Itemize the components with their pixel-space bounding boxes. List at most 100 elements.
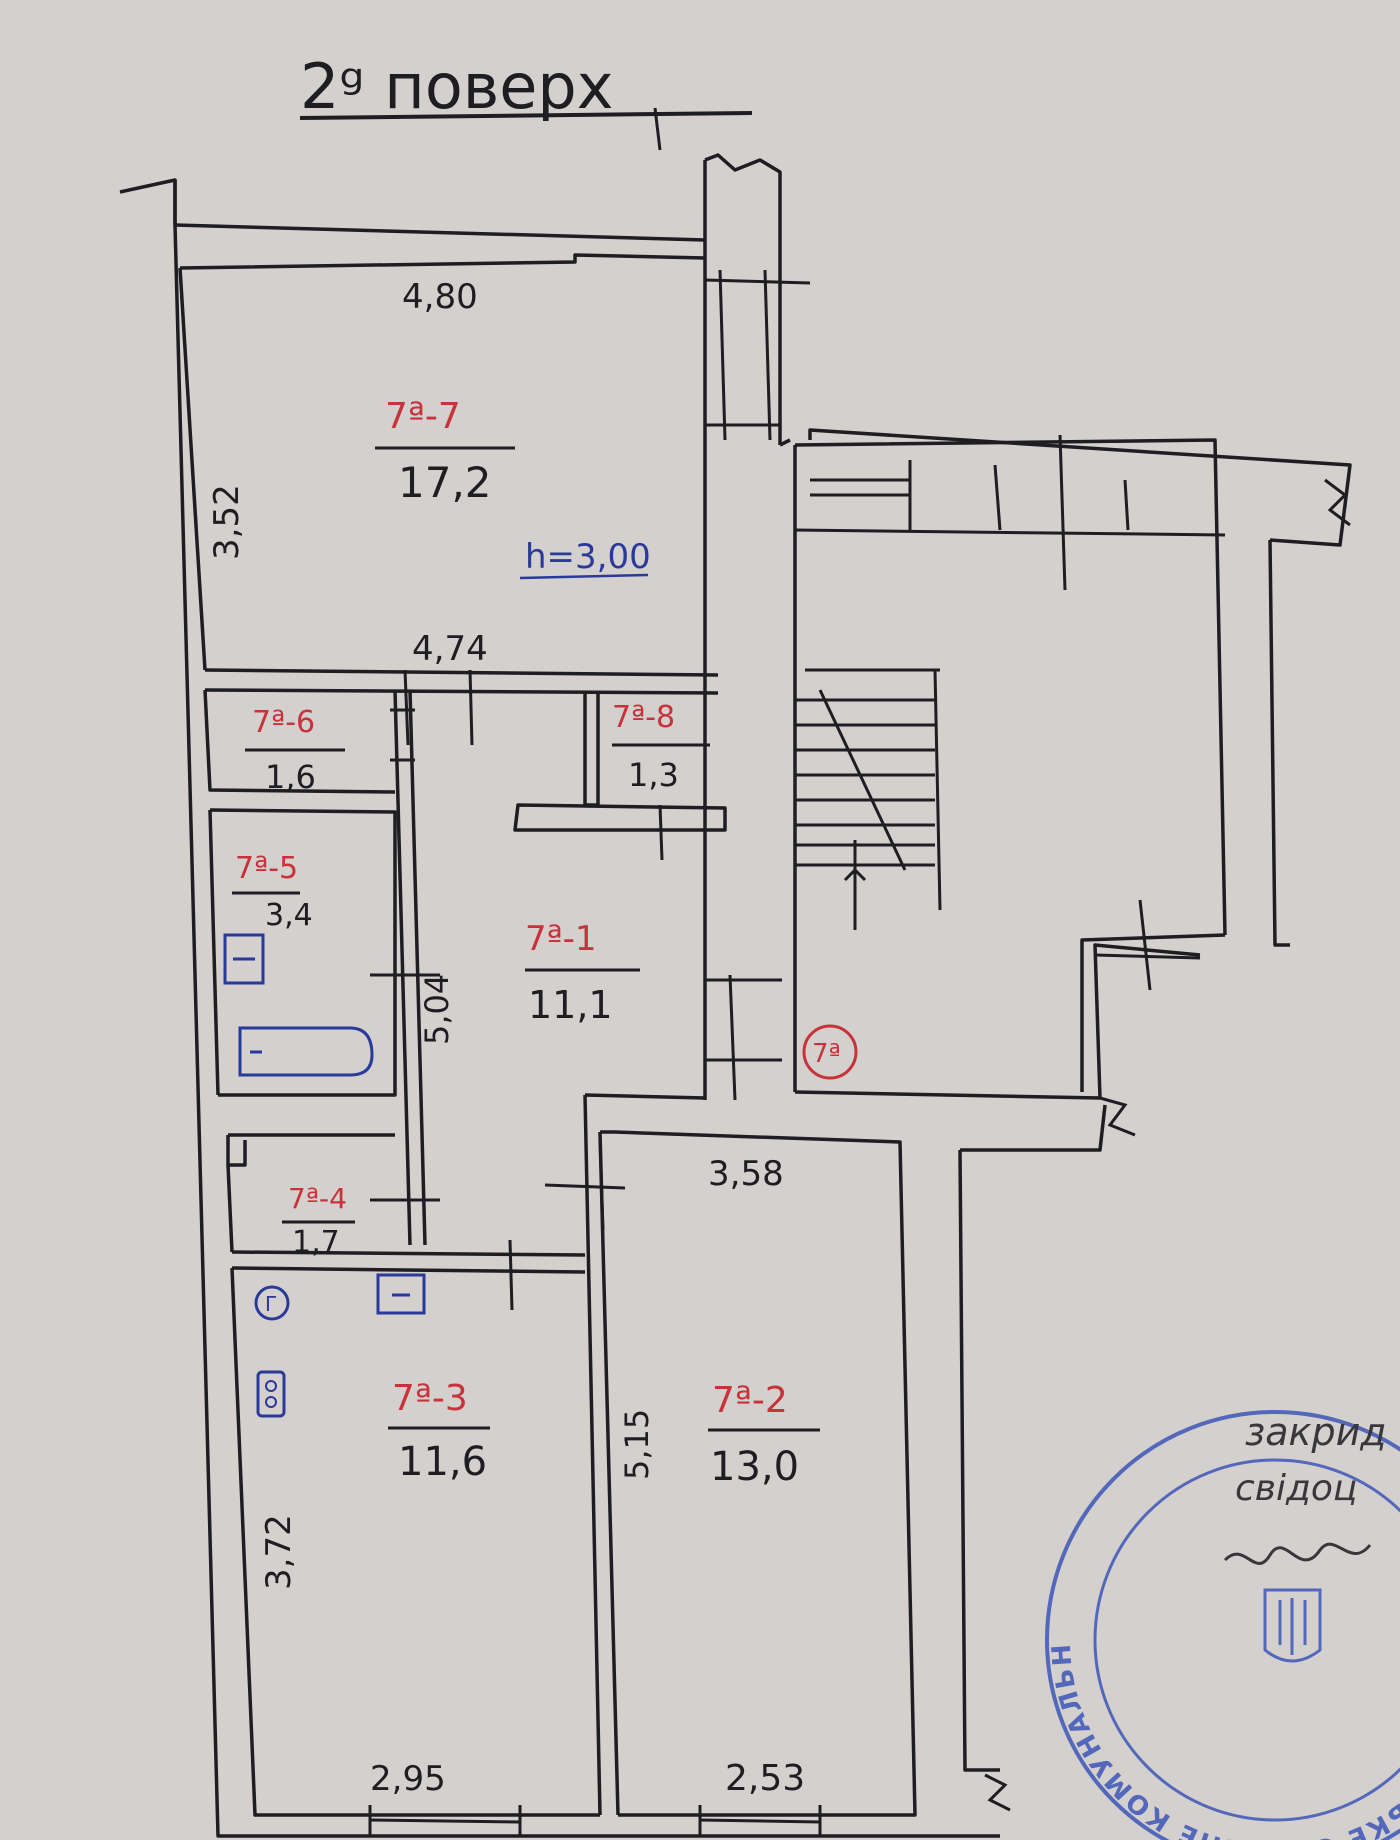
stair-wall-joint bbox=[779, 438, 791, 447]
stamp-handwritten-2: свідоц bbox=[1235, 1468, 1357, 1509]
break-mark-bottom bbox=[984, 1773, 1011, 1812]
room-5-label: 7ª-5 3,4 bbox=[232, 851, 313, 933]
trident-emblem-strokes bbox=[1278, 1598, 1307, 1655]
room-area: 17,2 bbox=[398, 458, 492, 507]
inner-wall-left-upper bbox=[178, 267, 207, 671]
room-id: 7ª-3 bbox=[392, 1378, 468, 1419]
sheet-title: 2ᵍ поверх bbox=[299, 50, 753, 151]
room-area: 13,0 bbox=[710, 1444, 799, 1490]
gas-symbol: Г bbox=[265, 1292, 277, 1316]
boiler-icon bbox=[256, 1370, 286, 1418]
room-2-3-wall-a bbox=[583, 1094, 602, 1816]
room-4-notch bbox=[226, 1135, 247, 1167]
dim-top-width: 4,80 bbox=[402, 277, 478, 317]
dim-room2-top: 3,58 bbox=[708, 1154, 784, 1194]
door-tick-room3a bbox=[508, 1239, 514, 1311]
balcony-right bbox=[1268, 539, 1290, 947]
room-4-label: 7ª-4 1,7 bbox=[282, 1182, 355, 1260]
dim-room3-bottom: 2,95 bbox=[370, 1759, 446, 1799]
room-7-label: 7ª-7 17,2 bbox=[375, 396, 515, 507]
stair-top-6 bbox=[1123, 479, 1130, 531]
wall-above-room-3b bbox=[231, 1266, 586, 1274]
landing-door-tick bbox=[1138, 899, 1152, 991]
height-mark: h=3,00 bbox=[519, 537, 651, 580]
signature-mark bbox=[1223, 1542, 1372, 1565]
corridor-bottom-left bbox=[584, 1093, 706, 1100]
door-tick-7 bbox=[403, 669, 410, 746]
stair-diagonal bbox=[818, 689, 907, 871]
room-3-label: 7ª-3 11,6 bbox=[388, 1378, 490, 1485]
outer-wall-right-lower bbox=[958, 1149, 1000, 1772]
room-area: 1,7 bbox=[292, 1225, 340, 1260]
gas-icon bbox=[254, 1285, 290, 1321]
dim-room2-side: 5,15 bbox=[618, 1409, 656, 1480]
room-6-walls bbox=[203, 689, 396, 794]
window-tick-3 bbox=[763, 269, 772, 441]
room-id: 7ª-5 bbox=[235, 851, 298, 886]
dim-room3-side: 3,72 bbox=[259, 1514, 299, 1590]
height-mark-text: h=3,00 bbox=[525, 537, 651, 577]
trident-emblem-icon bbox=[1263, 1588, 1322, 1663]
stair-top-5 bbox=[1058, 434, 1067, 591]
room-6-label: 7ª-6 1,6 bbox=[245, 705, 345, 796]
wall-under-room-7a bbox=[204, 668, 719, 677]
title-underline bbox=[299, 111, 753, 120]
window-tick-1 bbox=[704, 278, 811, 285]
bathtub-icon bbox=[238, 1026, 374, 1077]
unit-marker: 7ª bbox=[802, 1024, 858, 1080]
sink-icon bbox=[223, 933, 265, 985]
room-area: 1,3 bbox=[628, 756, 679, 794]
room-area: 3,4 bbox=[265, 898, 313, 933]
door-tick-room2b bbox=[598, 1139, 605, 1231]
dim-room2-bottom: 2,53 bbox=[725, 1758, 805, 1799]
boiler-icon-dot2 bbox=[265, 1396, 277, 1408]
room-id: 7ª-4 bbox=[288, 1182, 347, 1215]
break-mark-mid-right bbox=[1099, 1096, 1136, 1137]
wall-above-room-3a bbox=[231, 1250, 586, 1257]
height-mark-underline bbox=[519, 573, 649, 580]
room-8-bottom-wall bbox=[513, 803, 727, 832]
stamp-outer-ring bbox=[1045, 1410, 1400, 1840]
room-area: 1,6 bbox=[265, 758, 316, 796]
stair-stringer bbox=[933, 669, 942, 911]
dim-mid-width: 4,74 bbox=[412, 629, 488, 669]
stair-wall-top bbox=[704, 153, 782, 445]
room-labels: 7ª-7 17,2 7ª-6 1,6 7ª-8 1,3 7ª-5 3,4 7ª-… bbox=[232, 396, 820, 1490]
wall-under-room-7b bbox=[204, 688, 719, 695]
landing-door-tick-b bbox=[1094, 953, 1201, 960]
room-id: 7ª-6 bbox=[252, 705, 315, 740]
outer-wall-right-notch bbox=[1093, 943, 1201, 1099]
staircase bbox=[795, 668, 942, 930]
room-5-left bbox=[208, 809, 220, 1096]
toilet-icon bbox=[376, 1273, 426, 1315]
unit-marker-circle bbox=[802, 1024, 858, 1080]
balcony-top bbox=[808, 428, 1352, 547]
room-5-walls bbox=[209, 808, 397, 1097]
room-4-left bbox=[226, 1164, 234, 1253]
corridor-wall-left-b bbox=[408, 689, 427, 1246]
stair-top-4 bbox=[993, 464, 1002, 531]
dim-corridor-height: 5,04 bbox=[418, 974, 456, 1045]
break-marks bbox=[984, 478, 1351, 1812]
room-id: 7ª-7 bbox=[385, 396, 461, 437]
stair-top-7 bbox=[794, 528, 1226, 537]
window-room2-a bbox=[699, 1818, 821, 1824]
dim-left-height: 3,52 bbox=[207, 484, 247, 560]
walls bbox=[119, 153, 1352, 1838]
dimension-labels: 4,80 3,52 4,74 5,04 3,58 5,15 3,72 2,95 … bbox=[207, 277, 805, 1799]
window-tick-2 bbox=[718, 269, 727, 441]
inner-wall-top bbox=[179, 253, 706, 270]
stamp-inner-ring bbox=[1093, 1458, 1400, 1822]
outer-wall-top bbox=[174, 223, 706, 242]
unit-marker-text: 7ª bbox=[812, 1039, 841, 1069]
window-room3-a bbox=[369, 1818, 521, 1824]
room-area: 11,1 bbox=[528, 983, 613, 1027]
room-id: 7ª-2 bbox=[712, 1380, 788, 1421]
door-tick-landing-c bbox=[728, 974, 737, 1101]
fixtures: Г bbox=[223, 933, 426, 1418]
room-id: 7ª-1 bbox=[525, 919, 597, 959]
